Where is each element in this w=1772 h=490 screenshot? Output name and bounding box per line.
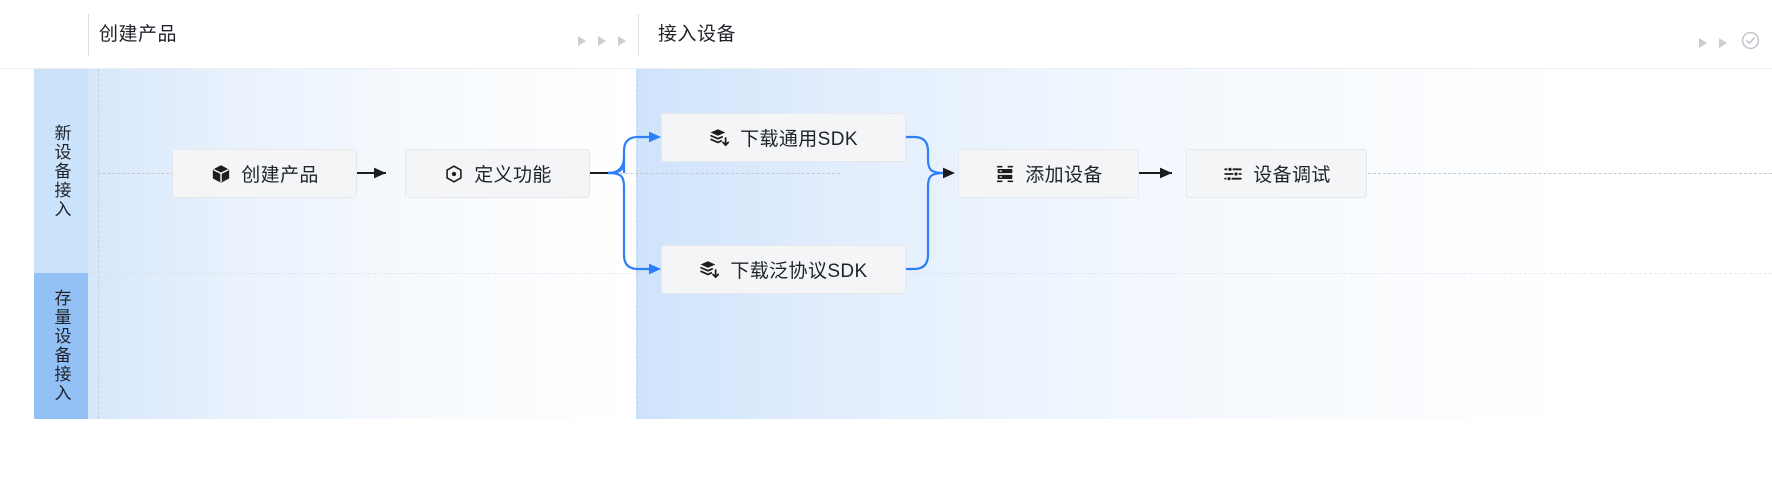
stage-band-create-product (88, 69, 636, 419)
lane-divider (88, 273, 1772, 274)
node-label: 创建产品 (241, 165, 319, 186)
check-circle-icon (1741, 31, 1760, 50)
cube-icon (210, 163, 231, 184)
triangle-icon (1699, 38, 1707, 48)
spine-dash (1368, 173, 1772, 174)
spine-dash (590, 173, 840, 174)
node-add-device[interactable]: 添加设备 (958, 149, 1139, 198)
hexagon-dot-icon (443, 163, 464, 184)
triangle-icon (578, 36, 586, 46)
triangle-icon (618, 36, 626, 46)
layers-download-icon (699, 259, 720, 280)
node-download-protocol-sdk[interactable]: 下载泛协议SDK (661, 245, 906, 294)
sliders-icon (1222, 163, 1243, 184)
stage-title-connect-device: 接入设备 (658, 24, 737, 45)
stage-markers-1 (578, 36, 626, 46)
node-label: 下载通用SDK (740, 129, 858, 150)
node-download-generic-sdk[interactable]: 下载通用SDK (661, 113, 906, 162)
triangle-icon (1719, 38, 1727, 48)
node-label: 下载泛协议SDK (730, 261, 868, 282)
stage-markers-2 (1699, 31, 1760, 50)
diagram-board: 新设备接入 存量设备接入 (0, 69, 1772, 419)
lane-label-new-device: 新设备接入 (34, 69, 88, 273)
node-create-product[interactable]: 创建产品 (172, 149, 357, 198)
stage-title-create-product: 创建产品 (99, 24, 178, 45)
node-label: 设备调试 (1253, 165, 1331, 186)
node-label: 添加设备 (1025, 165, 1103, 186)
stage-separator-2 (638, 14, 639, 56)
header-divider (0, 68, 1772, 69)
spine-dash (98, 173, 174, 174)
stage-separator-1 (88, 14, 89, 56)
layers-download-icon (709, 127, 730, 148)
triangle-icon (598, 36, 606, 46)
node-define-function[interactable]: 定义功能 (405, 149, 590, 198)
column-divider (637, 69, 638, 419)
device-icon (994, 163, 1015, 184)
lane-label-existing-device: 存量设备接入 (34, 273, 88, 419)
node-device-debug[interactable]: 设备调试 (1186, 149, 1367, 198)
node-label: 定义功能 (474, 165, 552, 186)
stage-header: 创建产品 接入设备 (0, 0, 1772, 68)
column-divider (98, 69, 99, 419)
